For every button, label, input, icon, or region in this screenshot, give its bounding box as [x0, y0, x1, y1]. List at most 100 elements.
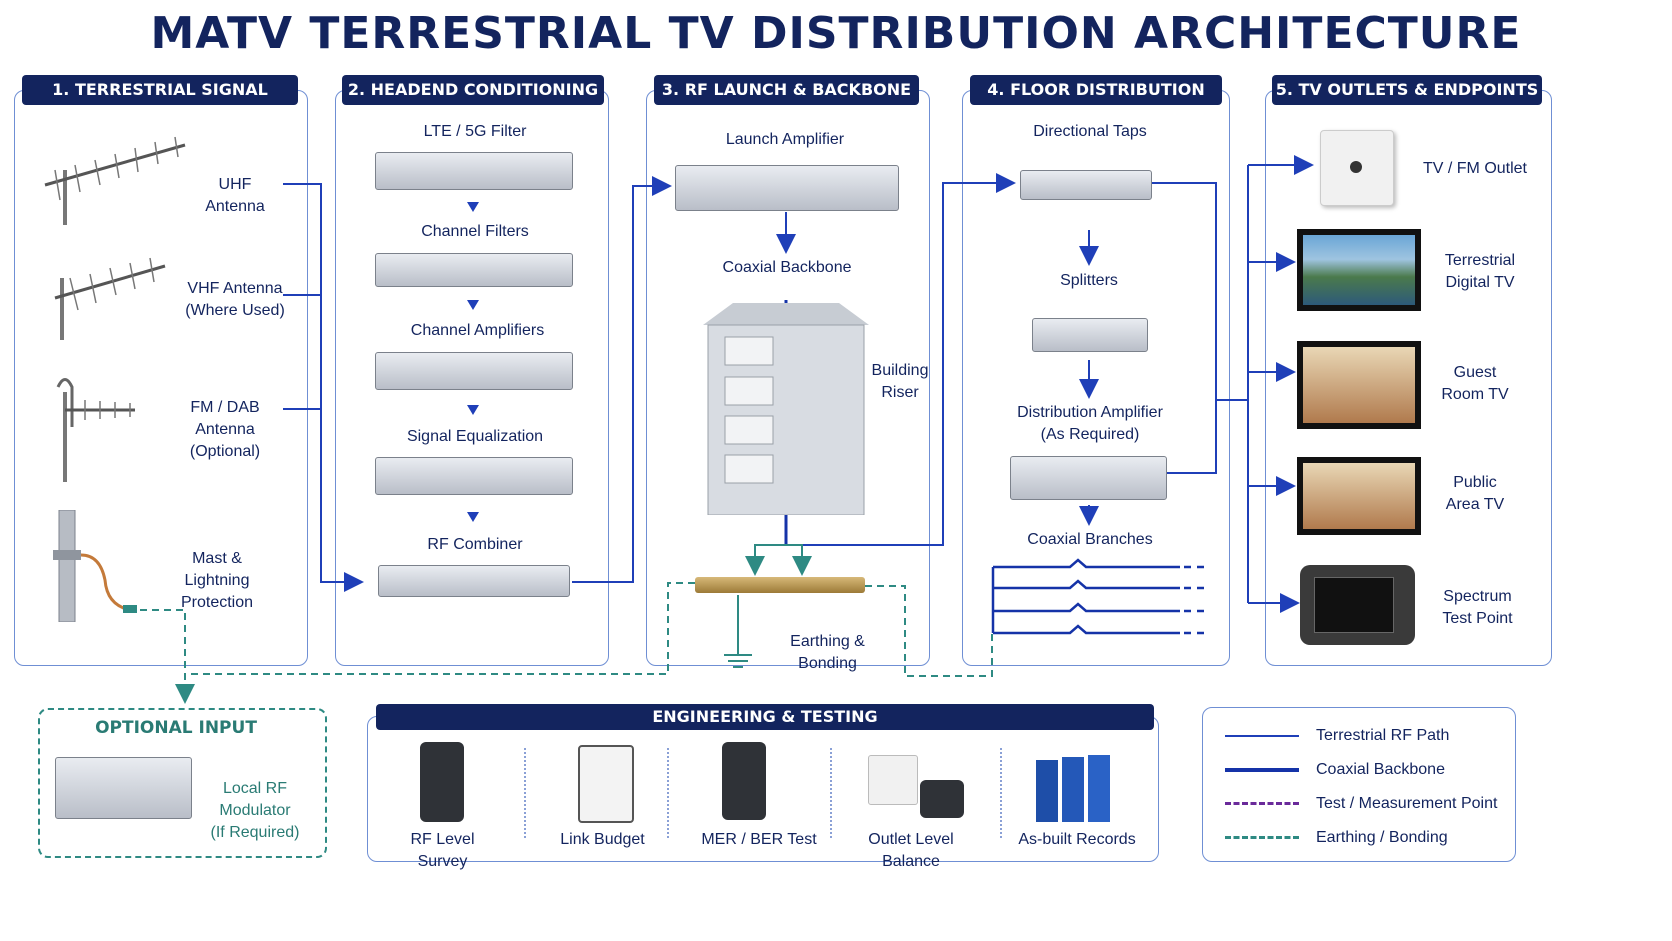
- guest-tv-label-line2: Room TV: [1441, 386, 1509, 403]
- launch-amplifier-label: Launch Amplifier: [725, 131, 845, 148]
- channel-filters-label: Channel Filters: [421, 223, 529, 240]
- channel-amplifiers-device: [375, 352, 573, 390]
- riser-label-line2: Riser: [881, 384, 919, 401]
- fm-dab-antenna-label-line2: (Optional): [189, 443, 261, 460]
- rf-combiner-device: [378, 565, 570, 597]
- fm-dab-antenna-label-line1: FM / DAB Antenna: [190, 399, 260, 438]
- spectrum-label-line2: Test Point: [1442, 610, 1513, 627]
- legend-swatch-earthing: [1225, 836, 1299, 839]
- dist-amp-label-line1: Distribution Amplifier: [1017, 404, 1163, 421]
- arrow-down-icon: [467, 405, 479, 415]
- public-tv-label-line1: Public: [1453, 474, 1497, 491]
- public-tv-label-line2: Area TV: [1445, 496, 1505, 513]
- rf-modulator-label-line1: Local RF Modulator: [219, 780, 291, 819]
- optional-input-title: OPTIONAL INPUT: [95, 718, 257, 738]
- spectrum-test-point-label: Spectrum Test Point: [1430, 586, 1525, 630]
- building-riser-icon: [703, 303, 869, 516]
- uhf-antenna-label: UHF Antenna: [205, 176, 265, 215]
- directional-taps-device: [1020, 170, 1152, 200]
- fm-dab-antenna-label: FM / DAB Antenna (Optional): [160, 397, 290, 463]
- outlet-level-meter-icon: [868, 755, 918, 805]
- spectrum-analyzer-icon: [1300, 565, 1415, 645]
- coaxial-backbone-label: Coaxial Backbone: [722, 259, 852, 276]
- lte-filter-device: [375, 152, 573, 190]
- arrow-down-icon: [467, 300, 479, 310]
- legend-swatch-rf-path: [1225, 735, 1299, 737]
- legend-label-earthing: Earthing / Bonding: [1316, 829, 1448, 846]
- legend-swatch-backbone: [1225, 768, 1299, 772]
- signal-equalization-label: Signal Equalization: [406, 428, 544, 445]
- coaxial-branches-label: Coaxial Branches: [1027, 531, 1153, 548]
- rf-modulator-device: [55, 757, 192, 819]
- section-header-5: 5. TV OUTLETS & ENDPOINTS: [1272, 75, 1542, 105]
- splitters-label: Splitters: [1060, 272, 1118, 289]
- guest-tv-label-line1: Guest: [1453, 364, 1497, 381]
- rf-combiner-label: RF Combiner: [427, 536, 523, 553]
- mast-label-line2: Lightning Protection: [180, 572, 254, 611]
- optional-input-box: [38, 708, 327, 858]
- vhf-antenna-label-line2: (Where Used): [185, 302, 285, 319]
- terrestrial-tv-label-line1: Terrestrial: [1444, 252, 1516, 269]
- handheld-meter-icon: [920, 780, 964, 818]
- mast-icon: [45, 509, 145, 623]
- building-riser-label: Building Riser: [870, 360, 930, 404]
- terrestrial-tv-label-line2: Digital TV: [1445, 274, 1515, 291]
- vhf-antenna-label: VHF Antenna (Where Used): [180, 278, 290, 322]
- link-budget-label: Link Budget: [560, 831, 645, 848]
- ground-icon: [724, 650, 754, 670]
- earthing-bonding-label: Earthing & Bonding: [790, 633, 865, 672]
- uhf-antenna-icon: [40, 130, 190, 225]
- wall-outlet-icon: [1320, 130, 1394, 206]
- rf-level-meter-icon: [420, 742, 464, 822]
- public-area-tv-icon: [1297, 457, 1421, 535]
- dist-amp-label-line2: (As Required): [1040, 426, 1140, 443]
- divider: [667, 748, 669, 838]
- riser-label-line1: Building: [871, 362, 929, 379]
- vhf-antenna-icon: [50, 248, 170, 340]
- vhf-antenna-label-line1: VHF Antenna: [187, 280, 283, 297]
- mer-ber-tester-icon: [722, 742, 766, 820]
- rf-modulator-label: Local RF Modulator (If Required): [195, 778, 315, 844]
- channel-amplifiers-label: Channel Amplifiers: [410, 322, 545, 339]
- mast-label-line1: Mast &: [192, 550, 242, 567]
- fm-dab-antenna-icon: [50, 372, 140, 482]
- divider: [1000, 748, 1002, 838]
- mer-ber-test-label: MER / BER Test: [701, 831, 817, 848]
- guest-room-tv-label: Guest Room TV: [1430, 362, 1520, 406]
- tv-fm-outlet-label: TV / FM Outlet: [1422, 160, 1527, 177]
- divider: [830, 748, 832, 838]
- checklist-clipboard-icon: [578, 745, 634, 823]
- legend-label-backbone: Coaxial Backbone: [1316, 761, 1445, 778]
- section-header-2: 2. HEADEND CONDITIONING: [342, 75, 604, 105]
- divider: [524, 748, 526, 838]
- section-header-3: 3. RF LAUNCH & BACKBONE: [654, 75, 919, 105]
- splitter-device: [1032, 318, 1148, 352]
- public-area-tv-label: Public Area TV: [1430, 472, 1520, 516]
- engineering-testing-header: ENGINEERING & TESTING: [376, 704, 1154, 730]
- rf-level-survey-label: RF Level Survey: [410, 831, 475, 870]
- legend-label-rf-path: Terrestrial RF Path: [1316, 727, 1450, 744]
- spectrum-label-line1: Spectrum: [1443, 588, 1512, 605]
- earthing-busbar: [695, 577, 865, 593]
- guest-room-tv-icon: [1297, 341, 1421, 429]
- terrestrial-tv-label: Terrestrial Digital TV: [1430, 250, 1530, 294]
- mast-lightning-label: Mast & Lightning Protection: [152, 548, 282, 614]
- distribution-amplifier-device: [1010, 456, 1167, 500]
- section-header-4: 4. FLOOR DISTRIBUTION: [970, 75, 1222, 105]
- distribution-amplifier-label: Distribution Amplifier (As Required): [1015, 402, 1165, 446]
- arrow-down-icon: [467, 512, 479, 522]
- launch-amplifier-device: [675, 165, 899, 211]
- as-built-records-label: As-built Records: [1018, 831, 1136, 848]
- lte-filter-label: LTE / 5G Filter: [423, 123, 527, 140]
- rf-modulator-label-line2: (If Required): [210, 824, 300, 841]
- outlet-level-balance-label: Outlet Level Balance: [868, 831, 954, 870]
- arrow-down-icon: [467, 202, 479, 212]
- legend-box: [1202, 707, 1516, 862]
- legend-label-test-point: Test / Measurement Point: [1316, 795, 1498, 812]
- signal-equalization-device: [375, 457, 573, 495]
- channel-filters-device: [375, 253, 573, 287]
- legend-swatch-test-point: [1225, 802, 1299, 805]
- binders-records-icon: [1036, 755, 1111, 823]
- section-header-1: 1. TERRESTRIAL SIGNAL INPUTS: [22, 75, 298, 129]
- terrestrial-tv-icon: [1297, 229, 1421, 311]
